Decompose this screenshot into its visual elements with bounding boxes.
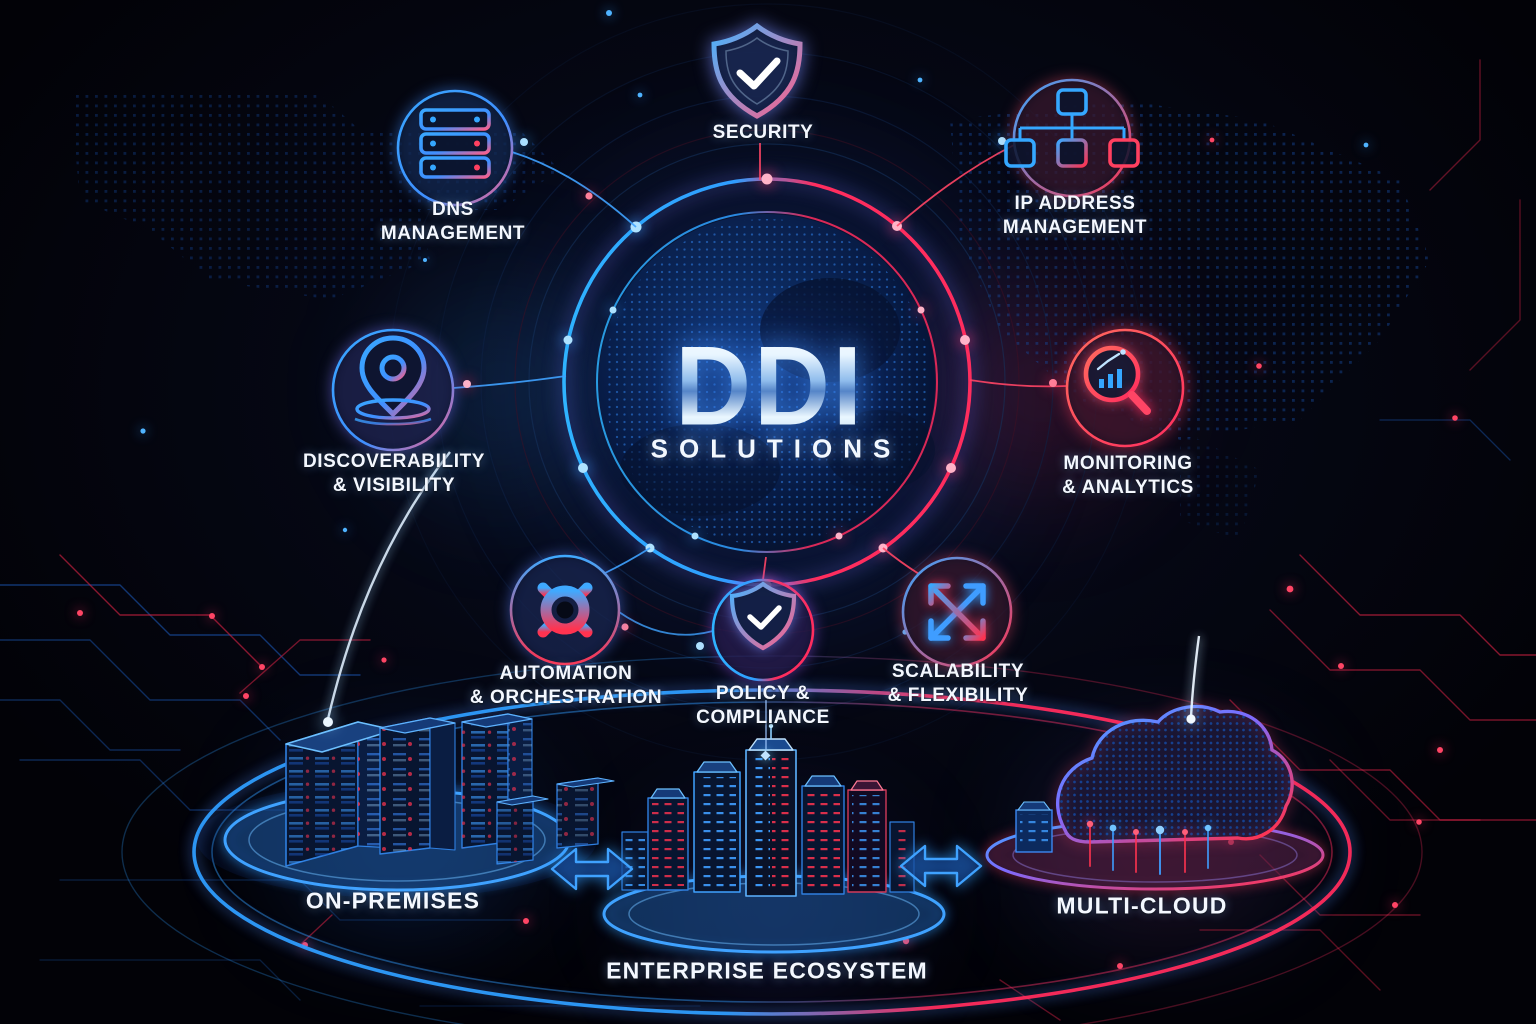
glow-dots [77,10,1458,969]
satellite-security [711,22,803,119]
label-discoverability: DISCOVERABILITY & VISIBILITY [302,451,486,496]
expand-arrows-icon [928,583,986,641]
label-monitoring: MONITORING & ANALYTICS [1062,453,1194,498]
cloud-icon [1015,635,1294,875]
label-dns-management: DNS MANAGEMENT [380,199,526,244]
label-multi-cloud: MULTI-CLOUD [1056,892,1228,919]
label-ip-address-management: IP ADDRESS MANAGEMENT [1002,193,1148,238]
server-racks-icon [285,451,615,867]
label-on-premises: ON-PREMISES [305,887,481,914]
exchange-arrows [550,844,983,891]
satellite-automation [509,554,621,666]
satellite-scalability [901,556,1013,668]
satellite-ip-address-management [1004,78,1140,198]
satellite-dns-management [396,89,514,207]
label-enterprise-ecosystem: ENTERPRISE ECOSYSTEM [606,957,928,984]
shield-check-icon [729,581,797,651]
label-scalability: SCALABILITY & FLEXIBILITY [887,661,1029,706]
center-subtitle: SOLUTIONS [650,433,902,464]
city-buildings-icon [621,700,915,897]
magnifier-chart-icon [1083,345,1151,415]
label-security: SECURITY [712,122,814,143]
satellite-monitoring [1065,328,1185,448]
spoke-connectors [452,137,1068,650]
label-automation: AUTOMATION & ORCHESTRATION [469,663,663,708]
server-stack-icon [419,108,491,179]
gear-icon [528,573,602,647]
central-hub [562,173,972,590]
label-policy: POLICY & COMPLIANCE [696,683,830,728]
circuit-traces-left [0,554,701,1007]
globe-dots-icon [604,219,935,545]
satellite-policy [711,578,815,682]
network-hierarchy-icon [1004,88,1140,168]
satellite-discoverability [331,328,455,452]
shield-check-icon [711,22,803,119]
center-title: DDI [675,323,865,449]
arrow-right-icon [899,844,983,888]
location-pin-icon [354,335,432,426]
arrow-left-icon [550,847,634,891]
